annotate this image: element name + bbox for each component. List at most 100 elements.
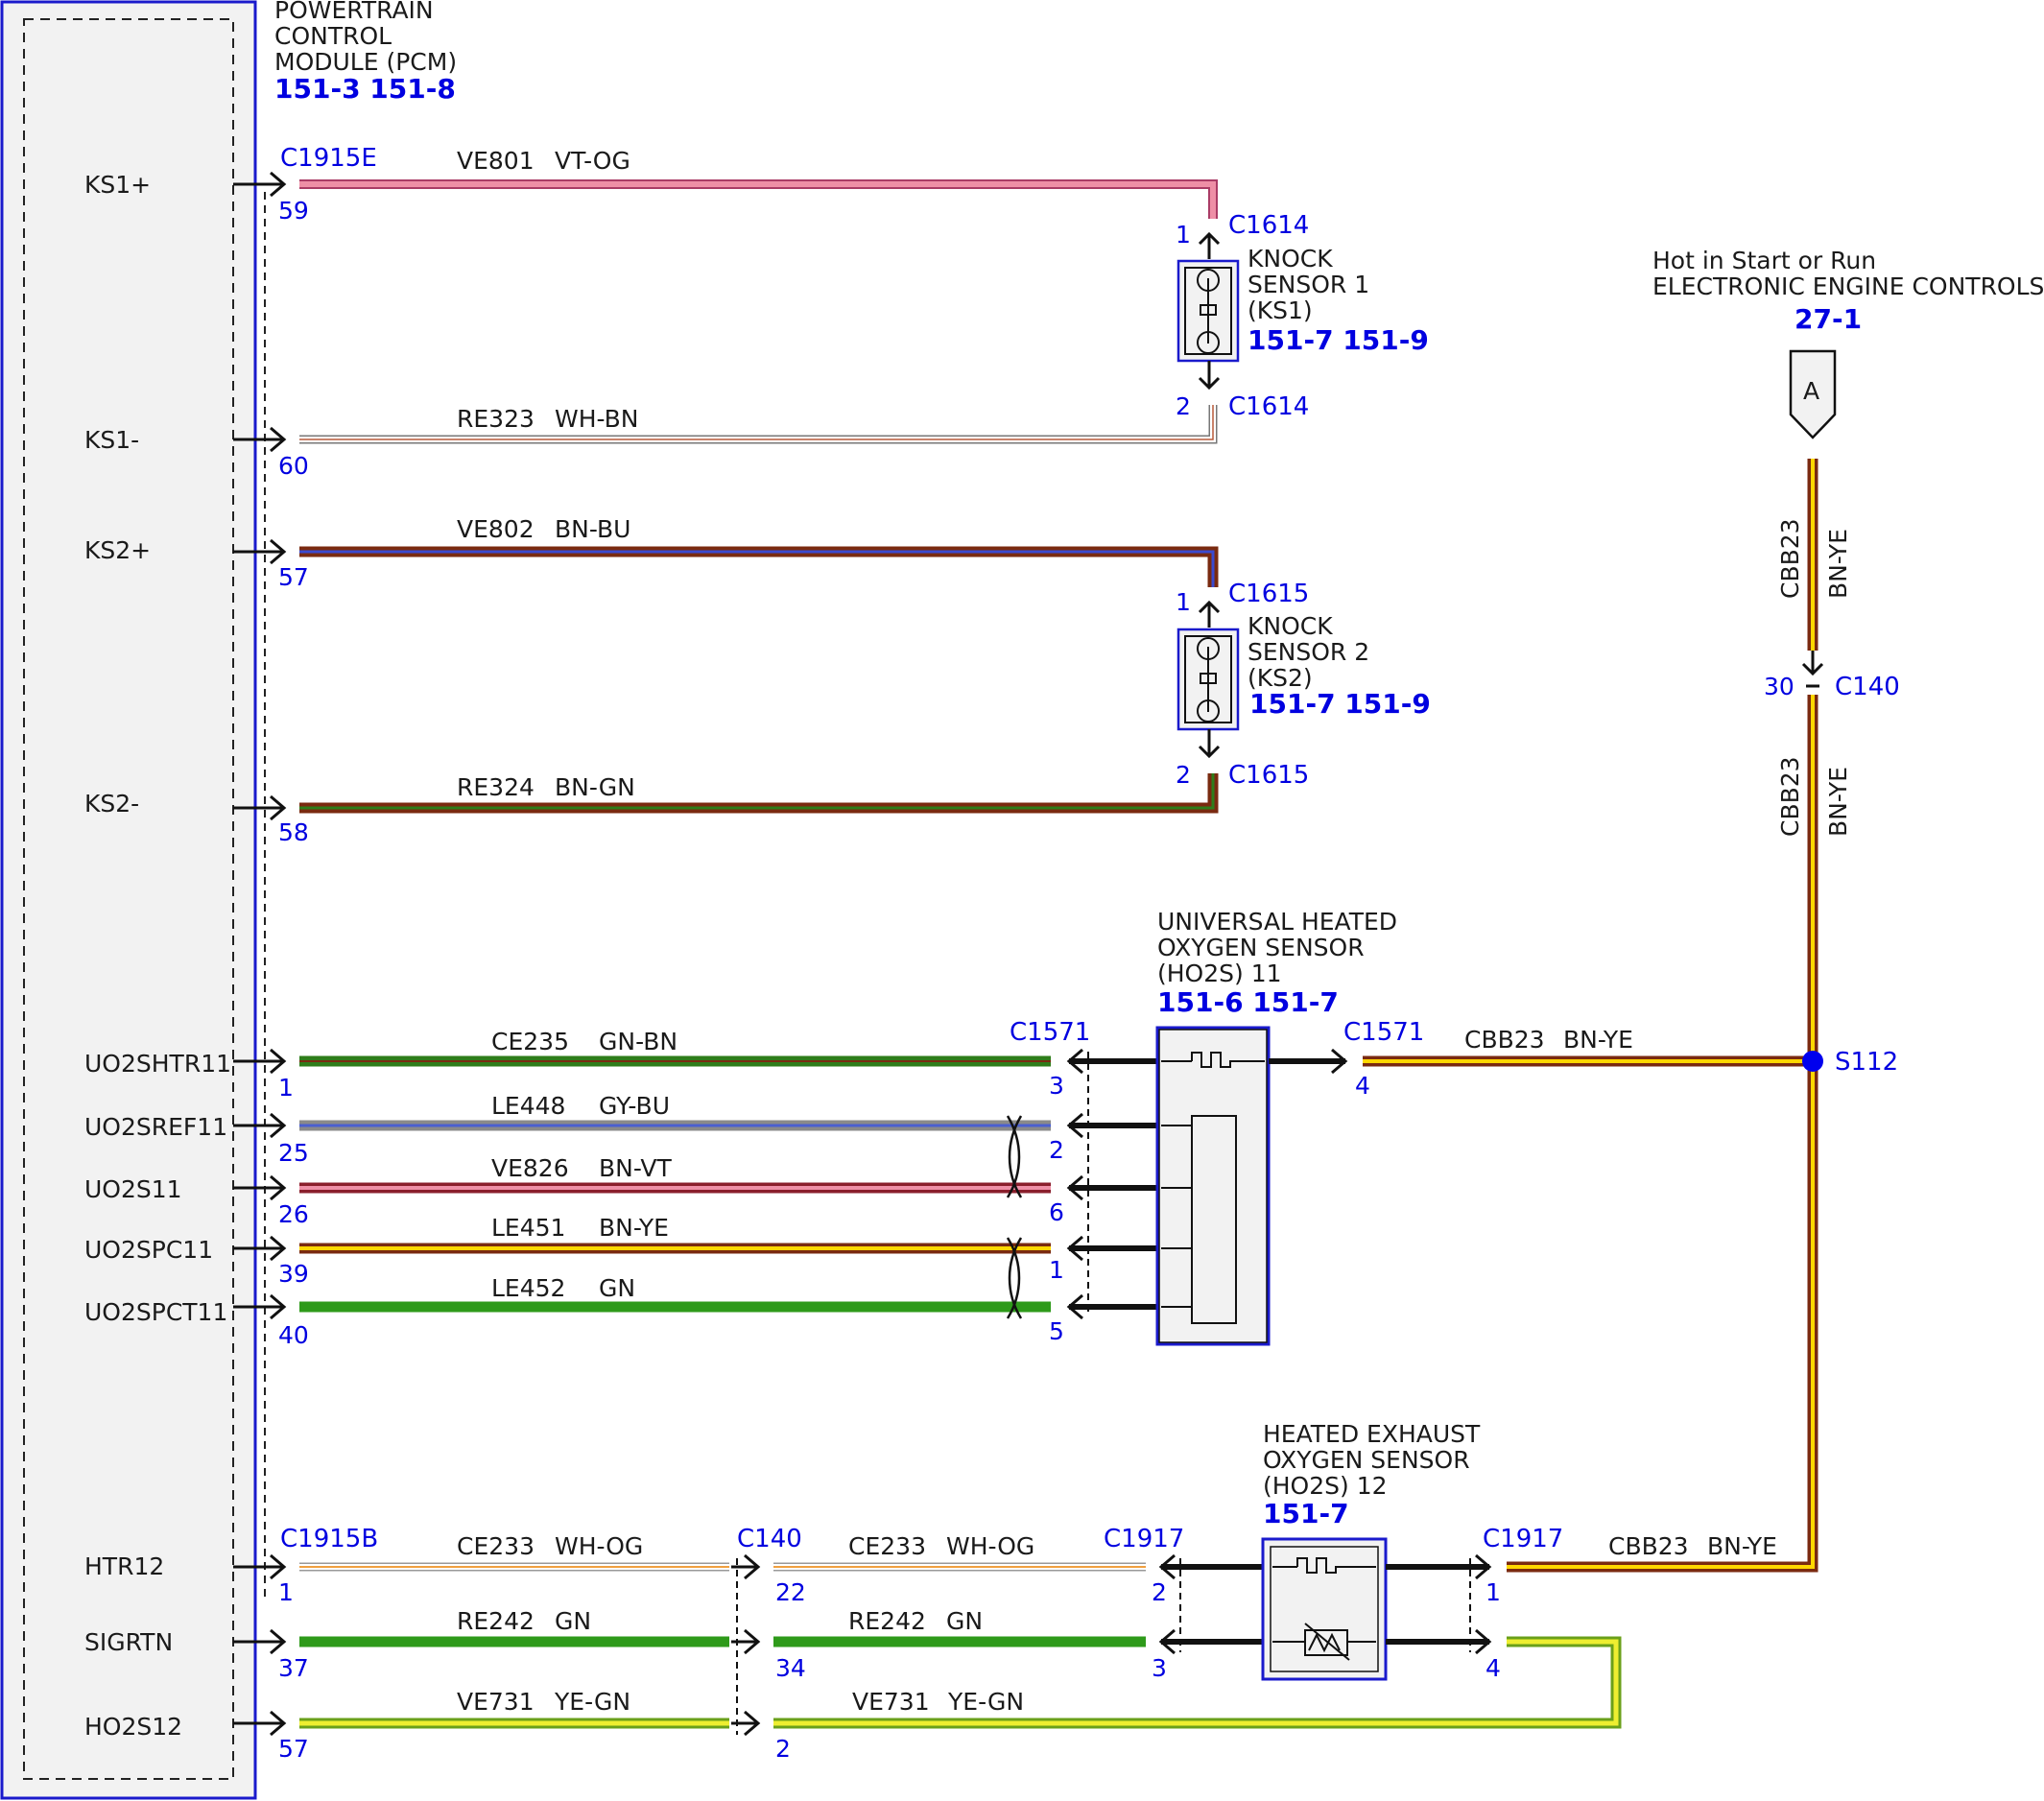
c1571-connector-right: C1571 <box>1343 1018 1424 1047</box>
wire-ve801 <box>299 179 1218 219</box>
pcm-pin-numbers: 59 60 57 58 1 25 26 39 40 1 37 57 <box>278 197 309 1763</box>
wire-label-re323: RE323 <box>457 405 535 433</box>
ho2s11-title-line-1: UNIVERSAL HEATED <box>1157 908 1397 936</box>
wire-label-le452: LE452 <box>491 1274 565 1302</box>
wire-color-ve801: VT-OG <box>555 147 630 175</box>
wire-label-ve731-b: VE731 <box>852 1688 930 1716</box>
c1917-pin-1: 1 <box>1485 1578 1501 1606</box>
wire-label-ve801: VE801 <box>457 147 535 175</box>
pcm-module <box>0 0 266 1800</box>
c1571-pin-2: 2 <box>1049 1136 1064 1164</box>
c140-pin-34: 34 <box>775 1654 806 1682</box>
pcm-pin-59: 59 <box>278 197 309 225</box>
c1571-pin-6: 6 <box>1049 1198 1064 1226</box>
wire-color-ce235: GN-BN <box>599 1028 677 1055</box>
pin-label-sigrtn: SIGRTN <box>84 1628 173 1656</box>
wire-label-ve802: VE802 <box>457 515 535 543</box>
ho2s12-title: HEATED EXHAUST OXYGEN SENSOR (HO2S) 12 1… <box>1263 1420 1481 1529</box>
c1917-left-arrows <box>1158 1553 1263 1655</box>
pcm-title: POWERTRAIN CONTROL MODULE (PCM) 151-3 15… <box>274 0 457 105</box>
c1917-connector-left: C1917 <box>1104 1525 1184 1553</box>
power-flag-label: A <box>1803 377 1819 405</box>
pcm-title-line-1: POWERTRAIN <box>274 0 434 24</box>
c140-pin-22: 22 <box>775 1578 806 1606</box>
pin-label-ks2-minus: KS2- <box>84 790 139 818</box>
ks1-title-line-3: (KS1) <box>1248 296 1313 324</box>
wire-ve802 <box>299 546 1219 587</box>
wire-ve731-b <box>773 1636 1622 1729</box>
pin-label-ho2s12: HO2S12 <box>84 1713 182 1741</box>
ks2-connector-top: C1615 <box>1228 580 1309 608</box>
ho2s11-refs[interactable]: 151-6 151-7 <box>1157 986 1339 1018</box>
wire-label-cbb23-a: CBB23 <box>1464 1026 1545 1054</box>
ho2s11-sensor <box>1155 1026 1271 1346</box>
wire-color-ve826: BN-VT <box>599 1154 673 1182</box>
power-title-line-1: Hot in Start or Run <box>1652 247 1876 274</box>
wire-color-cbb23-b: BN-YE <box>1707 1532 1777 1560</box>
ho2s12-title-line-3: (HO2S) 12 <box>1263 1472 1388 1500</box>
power-title-line-2: ELECTRONIC ENGINE CONTROLS <box>1652 273 2044 300</box>
wire-label-ve731-a: VE731 <box>457 1688 535 1716</box>
pcm-connector-arrows <box>233 171 287 1737</box>
pcm-pin-labels: KS1+ KS1- KS2+ KS2- UO2SHTR11 UO2SREF11 … <box>84 171 231 1741</box>
c1917-pin-4: 4 <box>1485 1654 1501 1682</box>
wire-label-ce233-a: CE233 <box>457 1532 535 1560</box>
c1571-pin-5: 5 <box>1049 1317 1064 1345</box>
pin-label-htr12: HTR12 <box>84 1552 164 1580</box>
ho2s12-title-line-1: HEATED EXHAUST <box>1263 1420 1481 1448</box>
wire-color-ve731-a: YE-GN <box>554 1688 630 1716</box>
power-ref[interactable]: 27-1 <box>1794 303 1862 335</box>
ks1-title-line-2: SENSOR 1 <box>1248 271 1369 298</box>
ks1-pin-1: 1 <box>1176 221 1191 249</box>
wire-color-le448: GY-BU <box>599 1092 670 1120</box>
c140-power-arrows <box>1801 651 1824 688</box>
ho2s11-right-arrow <box>1269 1048 1348 1075</box>
wire-color-re324: BN-GN <box>555 773 635 801</box>
c1571-connector-left: C1571 <box>1010 1018 1090 1047</box>
ho2s12-refs[interactable]: 151-7 <box>1263 1498 1349 1529</box>
ks1-refs[interactable]: 151-7 151-9 <box>1248 324 1429 356</box>
ks2-pin-1: 1 <box>1176 588 1191 616</box>
ks2-refs[interactable]: 151-7 151-9 <box>1249 688 1431 720</box>
c140-arrows <box>731 1553 761 1737</box>
pcm-pin-58: 58 <box>278 818 309 846</box>
pcm-pin-57: 57 <box>278 563 309 591</box>
ks1-title-line-1: KNOCK <box>1248 245 1333 273</box>
c1917-pin-2: 2 <box>1152 1578 1167 1606</box>
ks2-connector-bottom: C1615 <box>1228 761 1309 790</box>
ho2s11-title-line-3: (HO2S) 11 <box>1157 960 1282 987</box>
pcm-pin-1b: 1 <box>278 1578 294 1606</box>
wire-re324 <box>299 773 1219 814</box>
wire-color-le451: BN-YE <box>599 1214 669 1242</box>
wire-label-ce233-b: CE233 <box>848 1532 926 1560</box>
vertical-color-label-1: BN-YE <box>1824 529 1852 599</box>
ho2s11-title: UNIVERSAL HEATED OXYGEN SENSOR (HO2S) 11… <box>1157 908 1397 1018</box>
wire-label-ve826: VE826 <box>491 1154 569 1182</box>
pcm-pin-26: 26 <box>278 1200 309 1228</box>
c1917-pin-3: 3 <box>1152 1654 1167 1682</box>
vertical-circuit-label-2: CBB23 <box>1776 756 1804 837</box>
c1571-pin-1: 1 <box>1049 1256 1064 1284</box>
twisted-pair-symbol-2 <box>1006 1237 1023 1319</box>
pcm-refs[interactable]: 151-3 151-8 <box>274 73 456 105</box>
pin-label-uo2spc11: UO2SPC11 <box>84 1236 213 1264</box>
wire-label-re324: RE324 <box>457 773 535 801</box>
connector-c1915b: C1915B <box>280 1525 378 1553</box>
ho2s12-title-line-2: OXYGEN SENSOR <box>1263 1446 1470 1474</box>
knock-sensor-2 <box>1176 600 1240 759</box>
knock-sensor-1 <box>1176 231 1240 391</box>
wire-color-le452: GN <box>599 1274 635 1302</box>
vertical-color-label-2: BN-YE <box>1824 767 1852 837</box>
pcm-pin-40: 40 <box>278 1321 309 1349</box>
wire-color-ve802: BN-BU <box>555 515 630 543</box>
wire-color-re242-b: GN <box>946 1607 983 1635</box>
pcm-pin-25: 25 <box>278 1139 309 1167</box>
c140-pin-30: 30 <box>1764 673 1794 700</box>
pin-label-ks1-plus: KS1+ <box>84 171 151 199</box>
pin-label-uo2s11: UO2S11 <box>84 1175 182 1203</box>
ks1-connector-top: C1614 <box>1228 211 1309 240</box>
pcm-title-line-2: CONTROL <box>274 22 392 50</box>
wire-label-le451: LE451 <box>491 1214 565 1242</box>
wire-color-re242-a: GN <box>555 1607 591 1635</box>
